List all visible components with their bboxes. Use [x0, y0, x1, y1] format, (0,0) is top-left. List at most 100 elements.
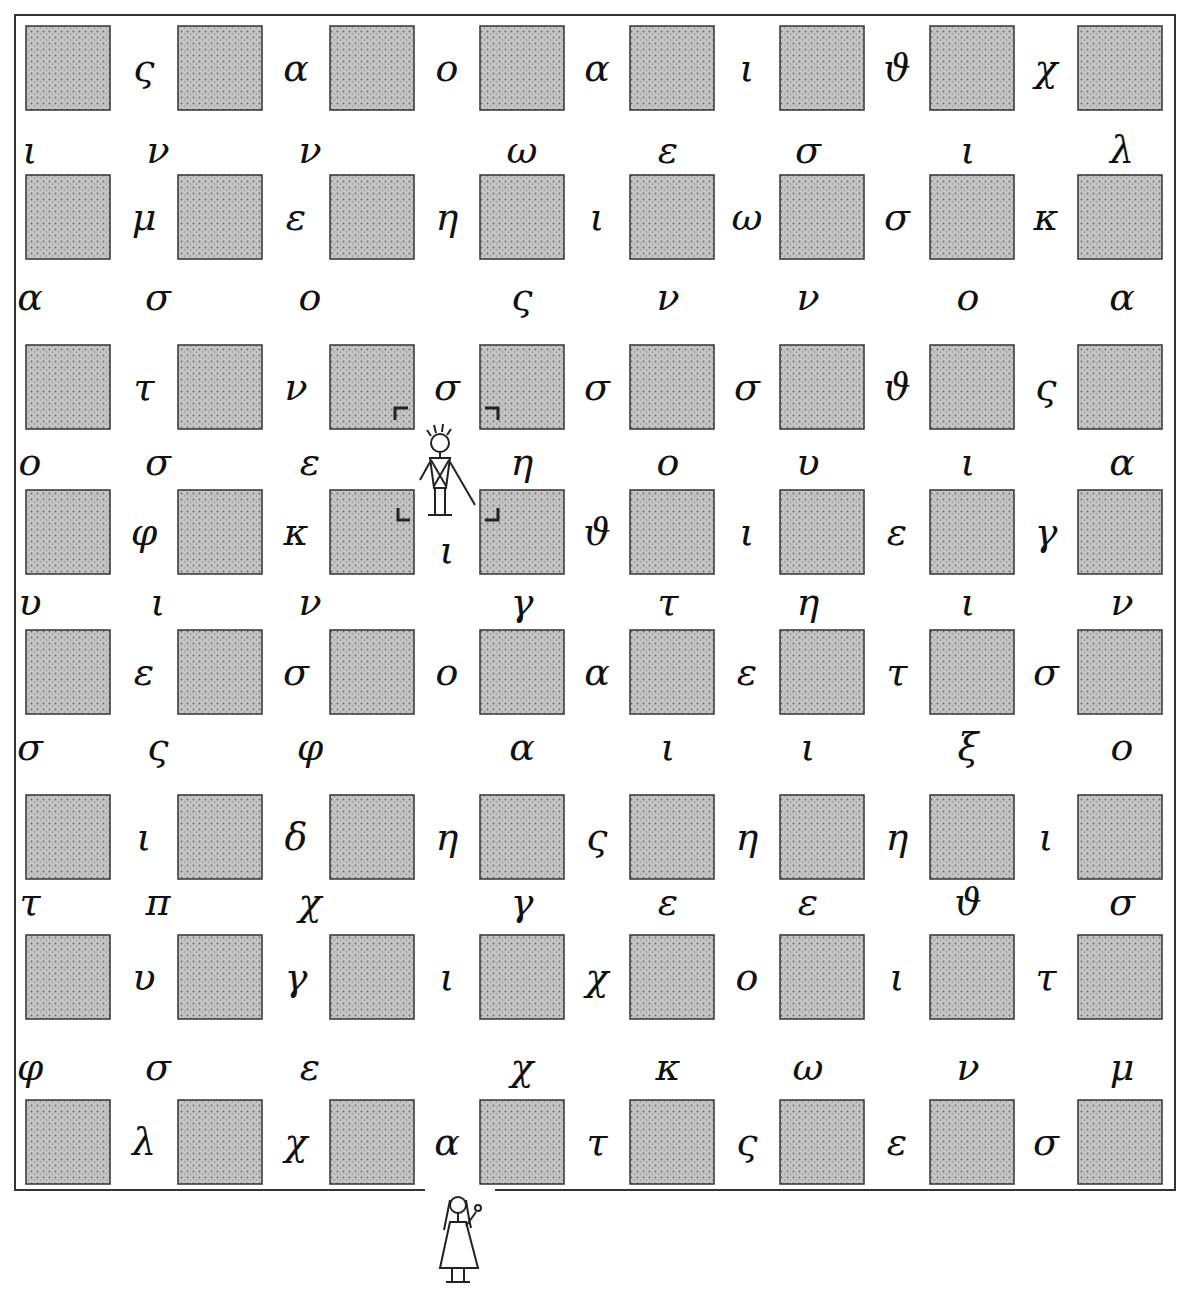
maze-letter: τ [1035, 958, 1056, 996]
maze-letter: ι [740, 513, 755, 551]
pillar-square [780, 935, 864, 1019]
maze-letter: ι [23, 131, 38, 169]
maze-letter: η [511, 443, 534, 481]
maze-letter: τ [586, 1123, 607, 1161]
maze-letter: λ [132, 1123, 156, 1161]
knight-figure [420, 424, 475, 515]
pillar-square [178, 795, 262, 879]
pillar-square [780, 26, 864, 110]
pillar-square [330, 935, 414, 1019]
maze-letter: ε [887, 513, 907, 551]
bracket-corners [395, 408, 498, 520]
pillar-square [930, 26, 1014, 110]
pillar-square [480, 630, 564, 714]
pillar-square [330, 1100, 414, 1184]
maze-letter: χ [510, 1048, 533, 1086]
pillar-square [780, 630, 864, 714]
maze-letter: σ [1033, 653, 1059, 691]
pillar-square [930, 630, 1014, 714]
pillar-square [480, 26, 564, 110]
pillar-square [178, 1100, 262, 1184]
pillar-square [930, 490, 1014, 574]
maze-letter: σ [1109, 883, 1135, 921]
maze-letter: ι [961, 583, 976, 621]
pillar-square [330, 795, 414, 879]
maze-letter: η [436, 198, 459, 236]
maze-letter: ι [1039, 818, 1054, 856]
pillar-square [930, 345, 1014, 429]
maze-letter: ι [961, 131, 976, 169]
maze-letter: τ [133, 368, 154, 406]
maze-letter: ϑ [583, 513, 610, 551]
maze-letter: ε [887, 1123, 907, 1161]
pillar-square [330, 630, 414, 714]
maze-letter: γ [1035, 513, 1058, 551]
maze-letter: ο [299, 278, 322, 316]
maze-letter: υ [18, 583, 41, 621]
maze-letter: κ [1034, 198, 1059, 236]
maze-letter: ε [300, 1048, 320, 1086]
maze-letter: κ [284, 513, 309, 551]
pillar-square [630, 935, 714, 1019]
pillar-square [330, 175, 414, 259]
pillar-square [1078, 490, 1162, 574]
maze-letter: α [434, 1123, 460, 1161]
maze-letter: ω [732, 198, 763, 236]
maze-letter: σ [434, 368, 460, 406]
pillar-square [780, 1100, 864, 1184]
maze-letter: δ [285, 818, 308, 856]
pillar-square [1078, 1100, 1162, 1184]
maze-letter: ι [890, 958, 905, 996]
maze-letter: α [283, 49, 309, 87]
pillar-square [780, 345, 864, 429]
pillar-square [1078, 630, 1162, 714]
pillar-square [330, 345, 414, 429]
maze-letter: σ [145, 443, 171, 481]
maze-letter: υ [132, 958, 155, 996]
pillar-square [630, 630, 714, 714]
pillar-square [480, 490, 564, 574]
pillar-square [178, 345, 262, 429]
pillar-square [930, 1100, 1014, 1184]
maze-letter: τ [886, 653, 907, 691]
maze-letter: σ [1033, 1123, 1059, 1161]
maze-letter: χ [284, 1123, 307, 1161]
maze-letter: μ [132, 198, 157, 236]
maze-letter: ω [793, 1048, 824, 1086]
maze-letter: ο [657, 443, 680, 481]
maze-letter: χ [1034, 49, 1057, 87]
pillar-square [630, 175, 714, 259]
maze-letter: λ [1110, 131, 1134, 169]
maze-letter: μ [1110, 1048, 1135, 1086]
maze-letter: η [886, 818, 909, 856]
maze-letter: ε [737, 653, 757, 691]
maze-letter: φ [17, 1048, 44, 1086]
maze-letter: ι [440, 958, 455, 996]
maze-letter: ι [961, 443, 976, 481]
pillar-square [26, 175, 110, 259]
maze-letter: ϑ [883, 49, 910, 87]
maze-letter: σ [734, 368, 760, 406]
pillar-square [630, 26, 714, 110]
maze-letter: γ [511, 883, 534, 921]
pillar-square [26, 795, 110, 879]
maze-letter: ο [736, 958, 759, 996]
pillar-square [1078, 26, 1162, 110]
maze-letter: σ [17, 728, 43, 766]
maze-letter: ϑ [954, 883, 981, 921]
maze-letter: υ [796, 443, 819, 481]
pillar-square [26, 490, 110, 574]
maze-letter: ι [440, 531, 455, 569]
pillar-square [330, 26, 414, 110]
maze-letter: α [1109, 278, 1135, 316]
pillar-square [178, 630, 262, 714]
maze-letter: ο [436, 653, 459, 691]
maze-letter: ε [658, 883, 678, 921]
pillar-square [178, 935, 262, 1019]
pillar-square [630, 490, 714, 574]
maze-letter: σ [145, 1048, 171, 1086]
maze-letter: η [436, 818, 459, 856]
maze-letter: ν [796, 278, 819, 316]
pillar-square [630, 345, 714, 429]
